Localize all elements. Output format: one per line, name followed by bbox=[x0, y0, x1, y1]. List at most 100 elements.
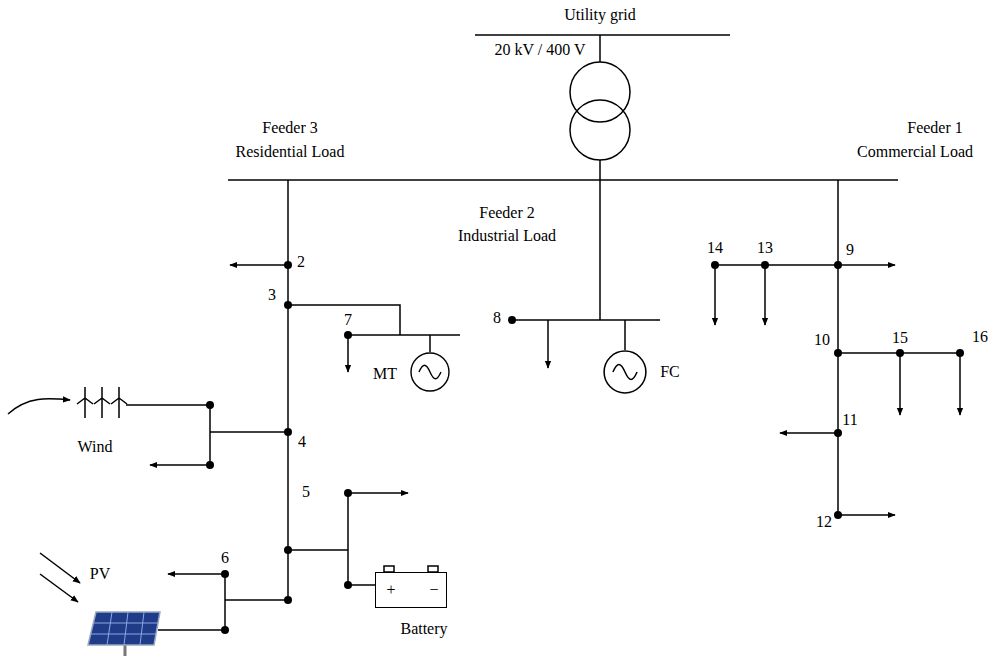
wire bbox=[348, 584, 375, 586]
main-bus bbox=[228, 179, 898, 181]
panel-stand bbox=[124, 645, 127, 656]
node-text: MT bbox=[373, 366, 397, 382]
bus-dot bbox=[834, 511, 842, 519]
wire bbox=[126, 404, 210, 406]
feeder-label: Industrial Load bbox=[458, 228, 556, 244]
bus-number: 10 bbox=[814, 332, 830, 348]
load-arrow bbox=[959, 353, 961, 415]
load-arrow bbox=[347, 335, 349, 372]
load-arrow bbox=[838, 514, 895, 516]
wire bbox=[624, 320, 626, 350]
bus-dot bbox=[221, 570, 229, 578]
bus-bar bbox=[345, 334, 460, 336]
wire bbox=[158, 629, 225, 631]
sine-symbol bbox=[419, 365, 441, 379]
bus-bar bbox=[224, 574, 226, 630]
bus-number: 15 bbox=[892, 330, 908, 346]
bus-number: 8 bbox=[493, 310, 501, 326]
battery-symbol: +−Battery bbox=[375, 572, 447, 608]
feeder-label: Residential Load bbox=[236, 144, 345, 160]
wire bbox=[210, 431, 288, 433]
bus-dot bbox=[508, 316, 516, 324]
node-text: FC bbox=[660, 364, 680, 380]
bus-number: 13 bbox=[757, 240, 773, 256]
feeder-label: Feeder 2 bbox=[479, 205, 535, 221]
bus-number: 3 bbox=[268, 287, 276, 303]
bus-dot bbox=[221, 626, 229, 634]
bus-bar bbox=[510, 319, 660, 321]
node-text: + bbox=[386, 582, 395, 598]
sun-ray bbox=[40, 574, 78, 602]
bus-number: 2 bbox=[297, 254, 305, 270]
title-label: Utility grid bbox=[564, 7, 636, 23]
bus-dot bbox=[344, 331, 352, 339]
feeder-line bbox=[599, 180, 601, 320]
bus-number: 12 bbox=[816, 514, 832, 530]
panel-surface bbox=[88, 612, 160, 645]
grid-bus bbox=[475, 34, 730, 36]
sine-symbol bbox=[613, 365, 637, 380]
generator-symbol: FC bbox=[603, 350, 647, 394]
pv-panel bbox=[88, 612, 160, 656]
wire bbox=[288, 305, 400, 335]
load-arrow bbox=[150, 464, 210, 466]
load-arrow bbox=[547, 320, 549, 368]
bus-dot bbox=[834, 349, 842, 357]
bus-dot bbox=[761, 261, 769, 269]
bus-dot bbox=[206, 401, 214, 409]
bus-dot bbox=[344, 581, 352, 589]
bus-dot bbox=[834, 429, 842, 437]
source-label: Wind bbox=[78, 439, 113, 455]
load-arrow bbox=[348, 492, 408, 494]
bus-number: 9 bbox=[846, 242, 854, 258]
bus-dot bbox=[284, 428, 292, 436]
bus-number: 11 bbox=[842, 412, 857, 428]
load-arrow bbox=[764, 265, 766, 325]
node-text: − bbox=[429, 582, 438, 598]
generator-outline bbox=[410, 352, 450, 392]
wind-turbine-symbol bbox=[94, 387, 110, 418]
bus-number: 16 bbox=[972, 329, 988, 345]
bus-dot bbox=[206, 461, 214, 469]
bus-dot bbox=[284, 301, 292, 309]
bus-dot bbox=[284, 261, 292, 269]
bus-bar bbox=[347, 493, 349, 585]
load-arrow bbox=[230, 264, 288, 266]
generator-circle bbox=[411, 353, 449, 391]
bus-number: 5 bbox=[302, 484, 310, 500]
bus-number: 14 bbox=[707, 240, 723, 256]
feeder-line bbox=[287, 180, 289, 600]
load-arrow bbox=[780, 432, 838, 434]
feeder-label: Commercial Load bbox=[857, 144, 973, 160]
feeder-line bbox=[837, 180, 839, 515]
wire bbox=[225, 599, 288, 601]
bus-dot bbox=[711, 261, 719, 269]
bus-number: 6 bbox=[221, 550, 229, 566]
wire bbox=[288, 549, 348, 551]
wind-turbine-symbol bbox=[111, 387, 127, 418]
rating-label: 20 kV / 400 V bbox=[495, 42, 586, 58]
wire bbox=[599, 160, 601, 180]
bus-dot bbox=[284, 596, 292, 604]
bus-bar bbox=[209, 405, 211, 465]
bus-dot bbox=[834, 261, 842, 269]
node-text: Battery bbox=[400, 621, 447, 637]
load-arrow bbox=[715, 264, 895, 266]
wind-arrow bbox=[8, 399, 70, 414]
bus-number: 4 bbox=[298, 434, 306, 450]
generator-outline bbox=[603, 350, 647, 394]
load-arrow bbox=[714, 265, 716, 325]
load-arrow bbox=[899, 353, 901, 415]
transformer-winding bbox=[570, 62, 630, 122]
wire bbox=[429, 335, 431, 352]
feeder-label: Feeder 1 bbox=[907, 120, 963, 136]
feeder-label: Feeder 3 bbox=[262, 120, 318, 136]
panel-grid bbox=[91, 612, 158, 645]
bus-dot bbox=[956, 349, 964, 357]
bus-number: 7 bbox=[344, 312, 352, 328]
transformer-winding bbox=[570, 100, 630, 160]
bus-dot bbox=[284, 546, 292, 554]
generator-circle bbox=[604, 351, 646, 393]
bus-dot bbox=[344, 489, 352, 497]
